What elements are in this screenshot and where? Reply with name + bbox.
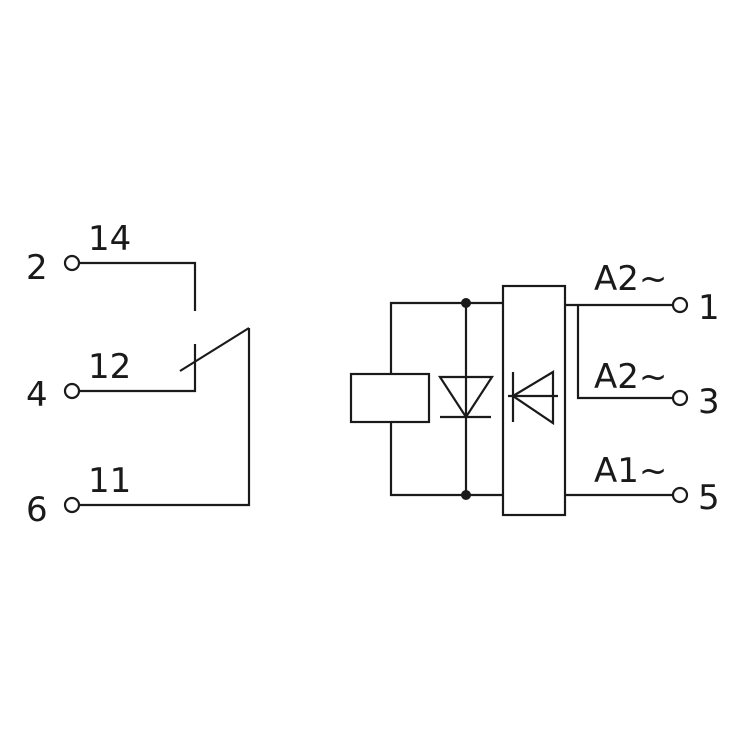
inner-diode-icon [510, 370, 555, 426]
wire-top [389, 301, 503, 374]
wire-bottom [389, 422, 503, 497]
wire-14 [79, 261, 197, 311]
terminal-label-4: 4 [26, 375, 48, 415]
wire-11 [79, 328, 251, 507]
terminal-3-circle [671, 389, 689, 407]
relay-coil [349, 372, 431, 424]
diode-icon [437, 375, 495, 420]
switch-blade [179, 327, 250, 372]
wire-3 [576, 305, 673, 400]
terminal-5-circle [671, 486, 689, 504]
contact-label-11: 11 [88, 461, 131, 501]
junction-dot-bottom [461, 490, 471, 500]
terminal-label-5: 5 [698, 478, 720, 518]
rectifier-module [501, 284, 567, 517]
contact-label-12: 12 [88, 347, 131, 387]
terminal-2-circle [63, 254, 81, 272]
terminal-label-3: 3 [698, 382, 720, 422]
terminal-label-2: 2 [26, 248, 48, 288]
terminal-4-circle [63, 382, 81, 400]
junction-dot-top [461, 298, 471, 308]
input-label-a1-5: A1~ [594, 451, 667, 491]
input-label-a2-1: A2~ [594, 259, 667, 299]
input-label-a2-3: A2~ [594, 357, 667, 397]
changeover-contact: 2 14 4 12 6 11 [26, 219, 251, 530]
terminal-label-6: 6 [26, 490, 48, 530]
terminal-label-1: 1 [698, 288, 720, 328]
coil-circuit: A2~ 1 A2~ 3 A1~ 5 [349, 259, 720, 518]
wire-12 [79, 344, 197, 393]
terminal-6-circle [63, 496, 81, 514]
contact-label-14: 14 [88, 219, 131, 259]
terminal-1-circle [671, 296, 689, 314]
